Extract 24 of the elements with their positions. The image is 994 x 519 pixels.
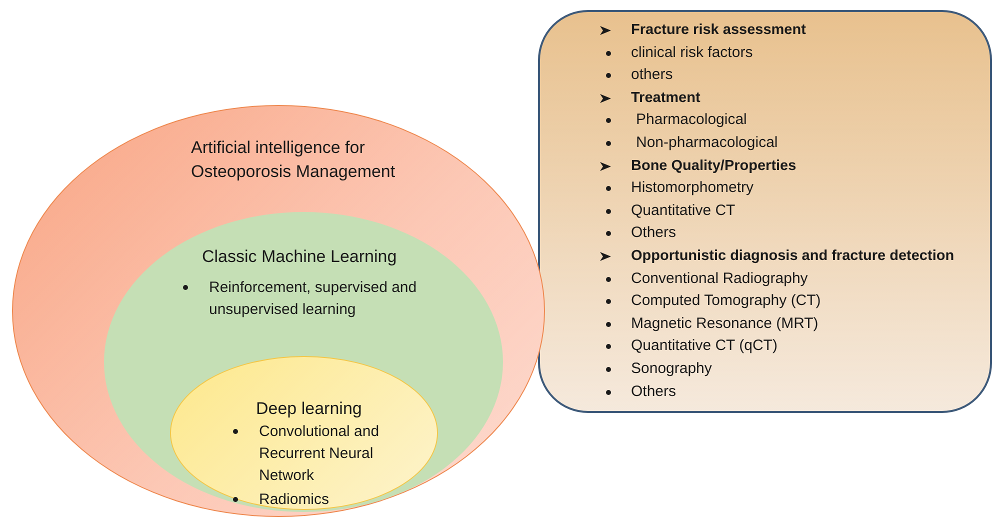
list-item: Quantitative CT (qCT) [631, 336, 778, 356]
list-item: Others [631, 223, 676, 244]
list-item: Quantitative CT [631, 200, 736, 221]
list-item: Convolutional and Recurrent Neural Network [259, 422, 380, 486]
region-title: Deep learning [256, 398, 363, 420]
list-item: Conventional Radiography [631, 268, 808, 289]
section-heading: Bone Quality/Properties [631, 156, 796, 176]
list-item: Reinforcement, supervised and unsupervised learning [209, 278, 418, 320]
list-item: Computed Tomography (CT) [631, 291, 821, 312]
list-item: Pharmacological [636, 110, 747, 130]
list-item: Sonography [631, 359, 712, 379]
rounded-panel [538, 10, 992, 413]
list-item: Radiomics [259, 490, 330, 510]
list-item: Others [631, 382, 676, 402]
section-heading: Fracture risk assessment [631, 21, 806, 40]
region-title: Artificial intelligence for Osteoporosis Management [191, 137, 396, 183]
list-item: Magnetic Resonance (MRT) [631, 314, 818, 334]
section-heading: Treatment [631, 88, 700, 108]
region-title: Classic Machine Learning [202, 246, 398, 268]
list-item: Histomorphometry [631, 178, 754, 198]
list-item: Non-pharmacological [636, 133, 778, 153]
section-heading: Opportunistic diagnosis and fracture detection [631, 247, 954, 266]
list-item: clinical risk factors [631, 42, 753, 63]
list-item: others [631, 65, 673, 86]
